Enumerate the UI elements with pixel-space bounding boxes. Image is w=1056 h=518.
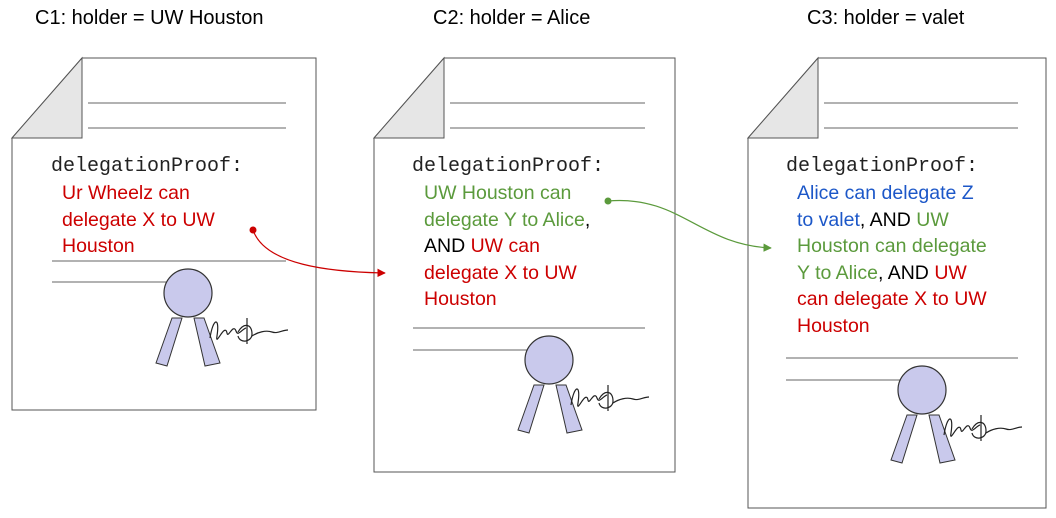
proof-segment: UW <box>934 261 967 284</box>
proof-line: delegate Y to Alice, <box>424 207 590 234</box>
proof-line: delegate X to UW <box>62 207 215 234</box>
proof-segment: delegate X to UW <box>424 261 577 284</box>
proof-segment: AND <box>424 235 471 257</box>
card-title-c3: C3: holder = valet <box>807 7 965 29</box>
delegation-proof-label: delegationProof: <box>51 155 244 178</box>
proof-segment: , <box>584 208 591 231</box>
delegation-proof-label: delegationProof: <box>786 155 979 178</box>
proof-line: can delegate X to UW <box>797 286 987 313</box>
proof-segment: delegate X to UW <box>62 208 215 231</box>
proof-segment: Y to Alice <box>797 261 878 284</box>
card-title-c2: C2: holder = Alice <box>433 7 591 29</box>
proof-line: Ur Wheelz can <box>62 180 215 207</box>
signature-icon <box>209 318 289 344</box>
proof-segment: UW can <box>470 235 540 257</box>
proof-segment: Houston <box>62 235 135 257</box>
person-icon <box>517 335 583 434</box>
card-c2-document <box>372 56 676 473</box>
card-title-c1: C1: holder = UW Houston <box>35 7 264 29</box>
proof-line: Houston <box>424 286 590 313</box>
proof-line: Houston <box>797 313 987 340</box>
proof-segment: Houston <box>797 314 870 337</box>
person-icon <box>890 365 956 464</box>
proof-segment: , AND <box>859 208 917 231</box>
proof-line: to valet, AND UW <box>797 207 987 234</box>
proof-line: delegate X to UW <box>424 260 590 287</box>
proof-line: Houston <box>62 233 215 260</box>
proof-segment: Alice can delegate Z <box>797 182 974 204</box>
proof-line: Houston can delegate <box>797 233 987 260</box>
proof-segment: can delegate X to UW <box>797 288 987 310</box>
person-icon <box>155 268 221 367</box>
proof-segment: UW Houston can <box>424 182 572 204</box>
proof-segment: Houston <box>424 288 497 310</box>
proof-line: UW Houston can <box>424 180 590 207</box>
proof-line: Alice can delegate Z <box>797 180 987 207</box>
arrow-c1-to-c2 <box>249 226 386 278</box>
proof-segment: UW <box>916 208 949 231</box>
delegation-proof-label: delegationProof: <box>412 155 605 178</box>
proof-line: AND UW can <box>424 233 590 260</box>
proof-text-c1: Ur Wheelz can delegate X to UW Houston <box>62 180 215 260</box>
card-c3-document <box>746 56 1047 509</box>
signature-icon <box>943 415 1023 441</box>
proof-segment: delegate Y to Alice <box>424 208 585 231</box>
arrow-c2-to-c3 <box>604 197 772 252</box>
proof-segment: to valet <box>797 208 860 231</box>
proof-segment: Ur Wheelz can <box>62 182 190 204</box>
proof-segment: , AND <box>877 261 935 284</box>
proof-segment: Houston can delegate <box>797 235 987 257</box>
signature-icon <box>570 385 650 411</box>
proof-line: Y to Alice, AND UW <box>797 260 987 287</box>
card-c1-document <box>10 56 317 411</box>
